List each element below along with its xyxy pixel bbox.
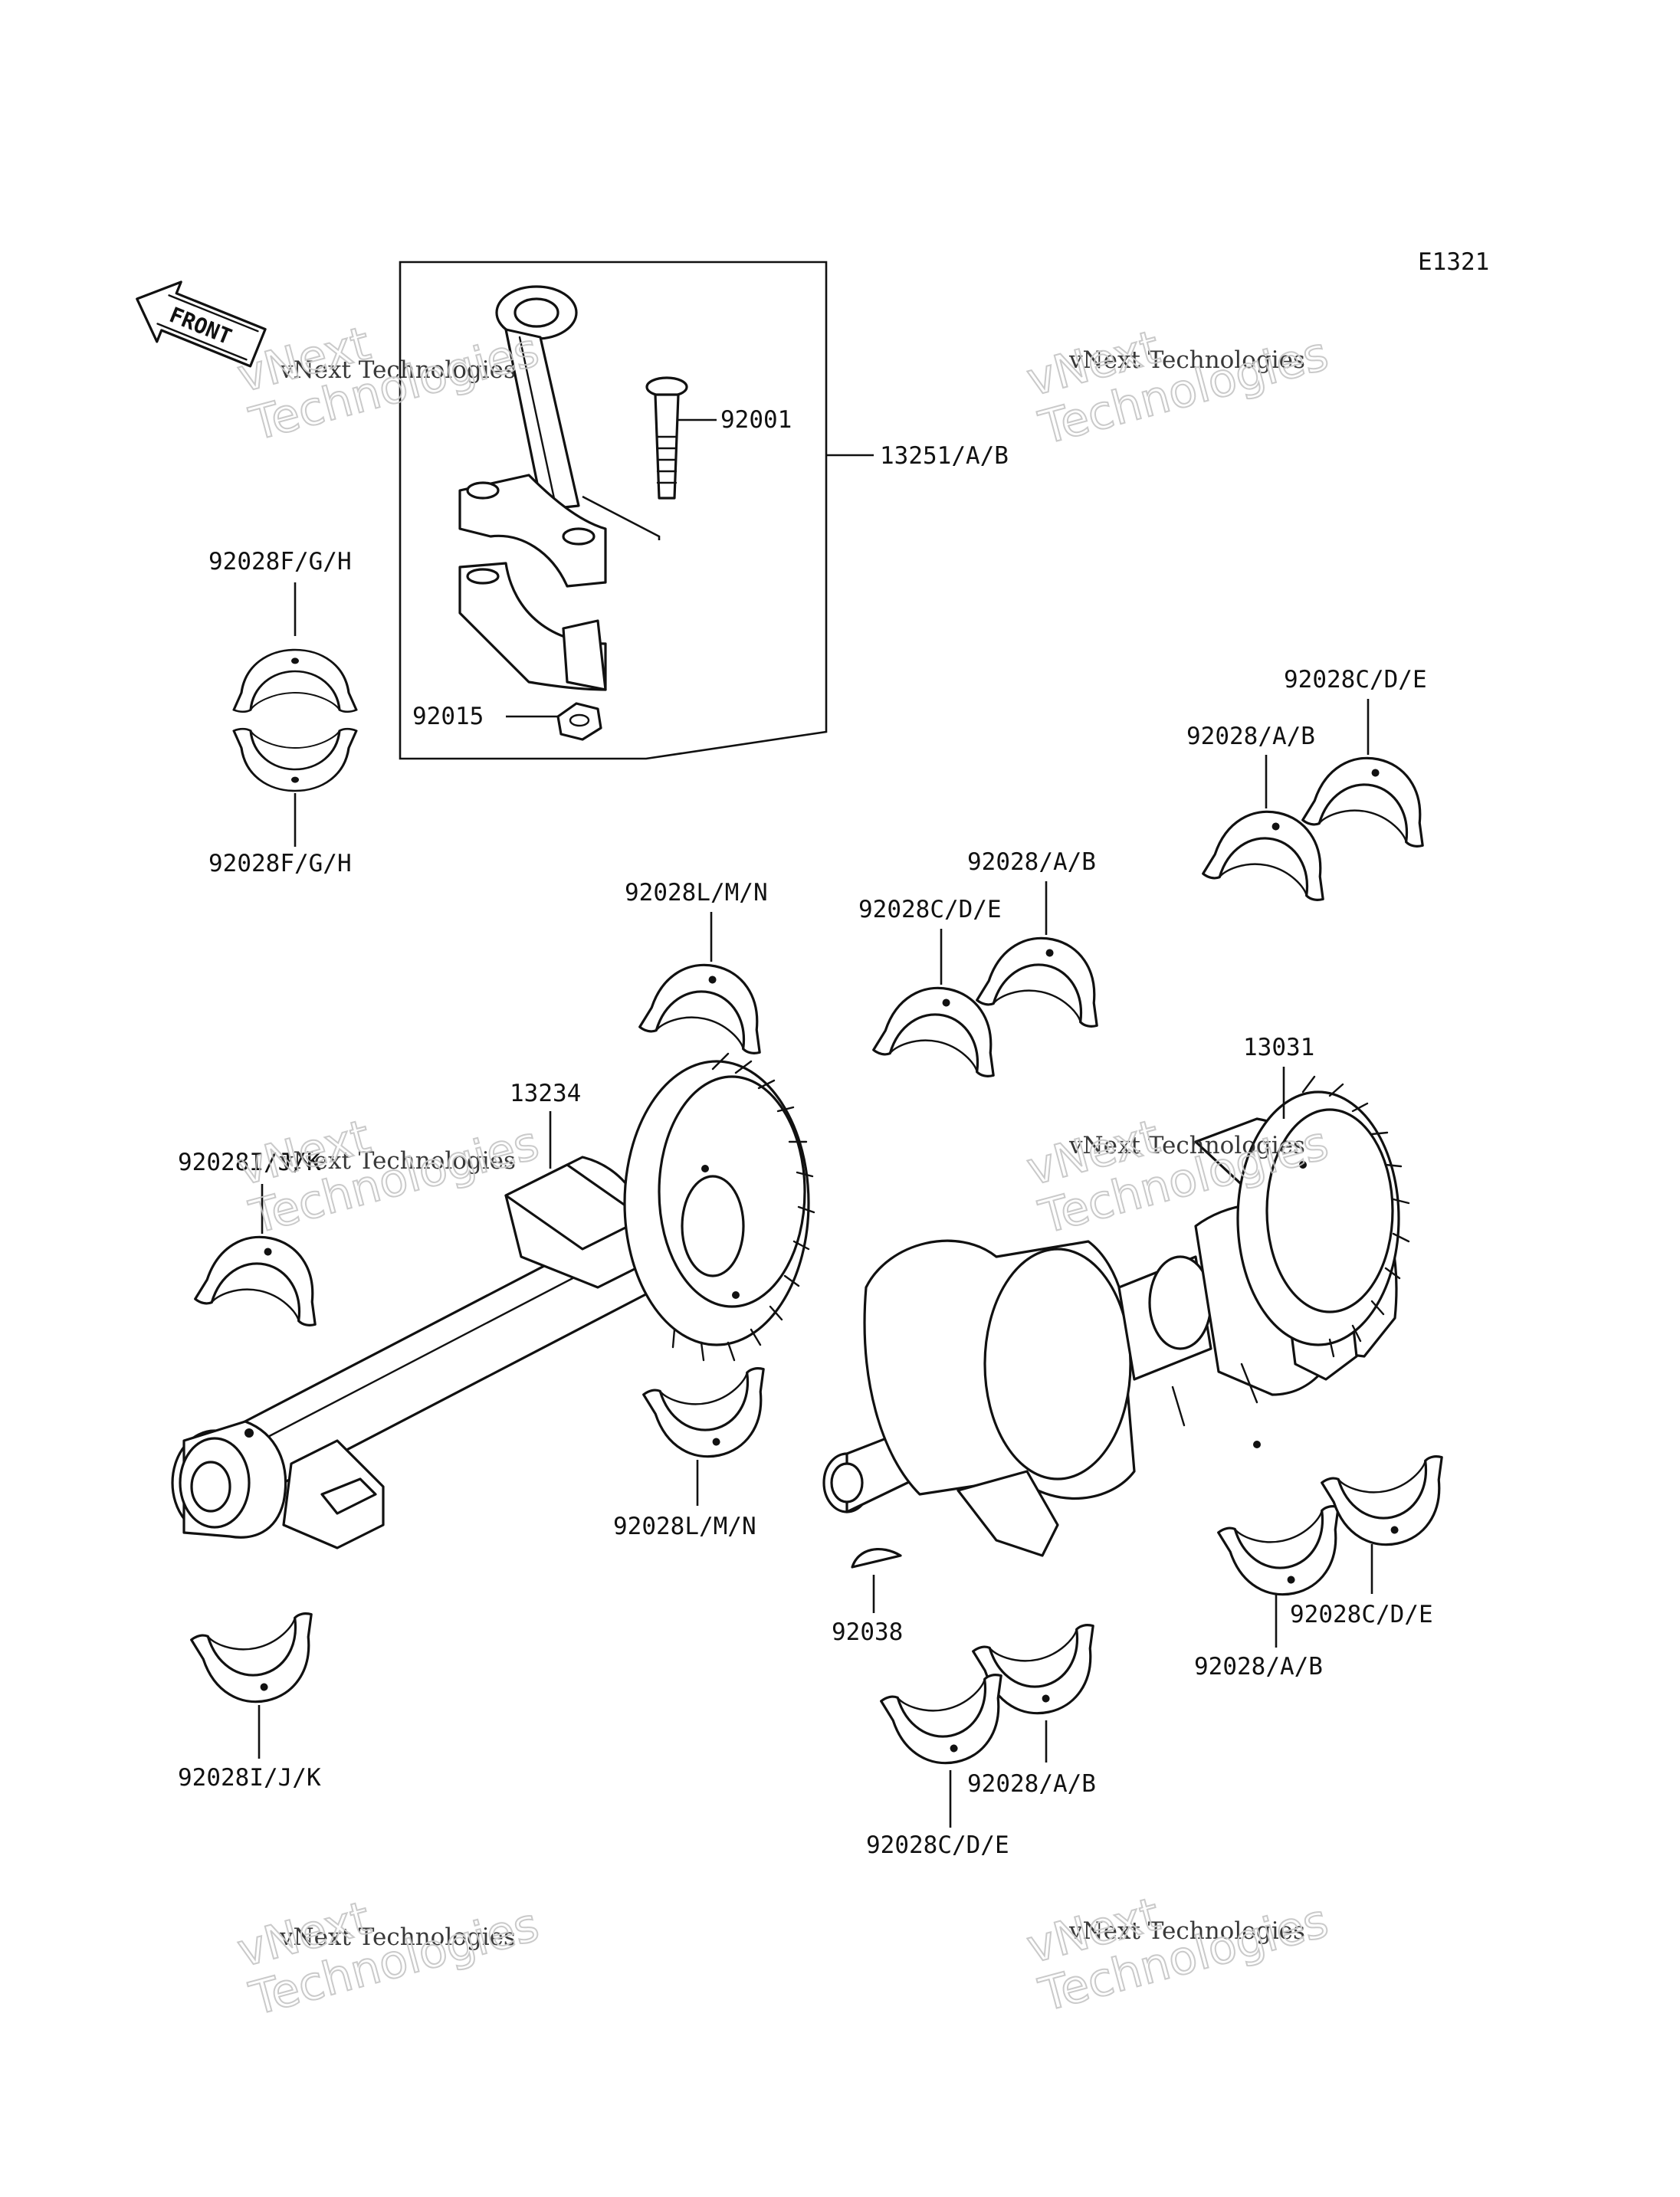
callout-92028cde-right-top: 92028C/D/E	[1284, 666, 1427, 694]
crankshaft	[822, 1075, 1410, 1557]
bearing-shell	[189, 1611, 329, 1715]
bearing-shell	[232, 727, 358, 792]
balancer-shaft	[171, 1052, 815, 1549]
bearing-shell	[879, 1672, 1019, 1776]
callout-92038: 92038	[832, 1618, 903, 1646]
svg-text:vNext Technologies: vNext Technologies	[1068, 346, 1305, 374]
callout-13251: 13251/A/B	[880, 442, 1009, 470]
callout-13234: 13234	[510, 1080, 581, 1107]
callout-13031: 13031	[1243, 1034, 1314, 1061]
bearing-shell	[641, 1366, 781, 1470]
bearing-shell	[232, 648, 358, 713]
callout-92028cde-right-bottom: 92028C/D/E	[1290, 1601, 1433, 1628]
callout-92015: 92015	[412, 703, 484, 730]
callout-92028cde-mid: 92028C/D/E	[858, 896, 1002, 923]
callout-92028cde-bottom: 92028C/D/E	[866, 1831, 1009, 1859]
bolt-icon	[645, 376, 688, 500]
svg-text:vNext Technologies: vNext Technologies	[279, 1147, 516, 1175]
callout-92028fgh-top: 92028F/G/H	[208, 548, 352, 575]
callout-92028lmn-lower: 92028L/M/N	[613, 1513, 756, 1540]
callout-92001: 92001	[720, 406, 792, 434]
woodruff-key-icon	[851, 1548, 902, 1569]
callout-92028ijk-upper: 92028I/J/K	[178, 1149, 321, 1176]
balancer-gear	[623, 1052, 815, 1362]
crank-gear	[1236, 1075, 1410, 1358]
bearing-shell	[1216, 1503, 1356, 1608]
callout-92028ijk-lower: 92028I/J/K	[178, 1764, 321, 1792]
connecting-rod-assembly	[399, 261, 828, 760]
svg-text:vNext Technologies: vNext Technologies	[1068, 1917, 1305, 1945]
callout-92028lmn-upper: 92028L/M/N	[625, 879, 768, 907]
diagram-code: E1321	[1418, 248, 1489, 276]
svg-text:vNext Technologies: vNext Technologies	[279, 356, 516, 384]
bearing-shell	[1320, 1454, 1459, 1558]
callout-92028fgh-bottom: 92028F/G/H	[208, 850, 352, 877]
callout-92028ab-right-top: 92028/A/B	[1186, 723, 1315, 750]
callout-92028ab-mid: 92028/A/B	[967, 848, 1096, 876]
nut-icon	[556, 702, 602, 741]
bearing-shell	[1301, 745, 1440, 849]
callout-92028ab-right-bottom: 92028/A/B	[1194, 1653, 1323, 1681]
bearing-shell	[638, 952, 777, 1056]
svg-text:vNext Technologies: vNext Technologies	[1068, 1132, 1305, 1159]
callout-92028ab-bottom: 92028/A/B	[967, 1770, 1096, 1798]
bearing-shell	[975, 925, 1114, 1029]
svg-text:vNext Technologies: vNext Technologies	[279, 1923, 516, 1951]
